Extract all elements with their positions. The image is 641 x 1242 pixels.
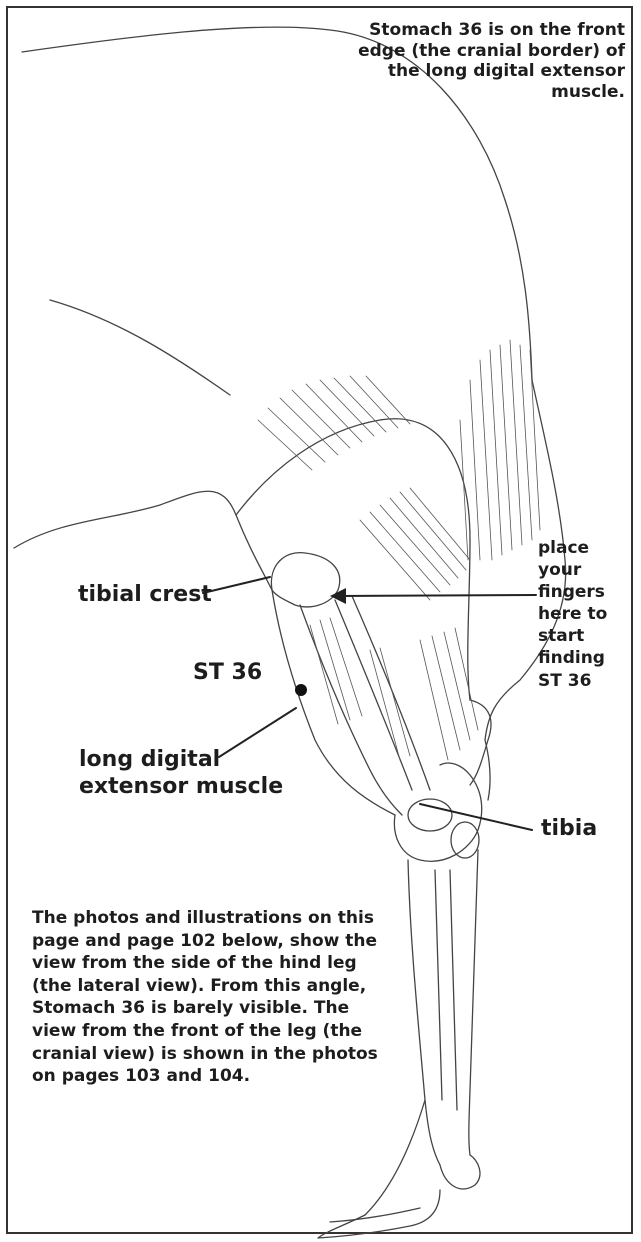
splint-bone — [435, 870, 442, 1100]
thigh-muscle-line — [50, 300, 230, 395]
tibia-leader — [420, 804, 532, 830]
long-digital-extensor-label: long digital extensor muscle — [79, 747, 319, 801]
fetlock — [440, 1155, 480, 1189]
bottom-annotation: The photos and illustrations on this pag… — [32, 907, 382, 1088]
cannon-rear — [469, 850, 478, 1155]
gaskin-rear — [468, 540, 470, 700]
muscle-hatching — [258, 340, 540, 760]
cannon-front — [408, 860, 440, 1165]
top-annotation: Stomach 36 is on the front edge (the cra… — [325, 20, 625, 103]
tarsal-bone-1 — [408, 799, 452, 831]
place-arrow-line — [338, 595, 536, 596]
coronary-band — [330, 1208, 420, 1222]
tibia-label: tibia — [541, 816, 597, 843]
tarsal-bone-2 — [451, 822, 479, 858]
pastern-front — [365, 1100, 425, 1215]
tibial-crest-leader — [203, 577, 270, 593]
tibial-crest-shape — [271, 553, 339, 607]
tibia-shaft — [335, 600, 412, 790]
thigh-inner-contour — [236, 419, 470, 540]
hoof-outline — [318, 1190, 440, 1238]
st36-label: ST 36 — [193, 660, 262, 687]
st36-point — [295, 684, 307, 696]
tibia-shaft-2 — [352, 596, 430, 790]
place-fingers-annotation: place your fingers here to start finding… — [538, 537, 634, 692]
calcaneus — [470, 700, 491, 785]
belly-outline — [14, 491, 272, 590]
splint-bone-2 — [450, 870, 457, 1110]
tibial-crest-label: tibial crest — [78, 582, 212, 609]
